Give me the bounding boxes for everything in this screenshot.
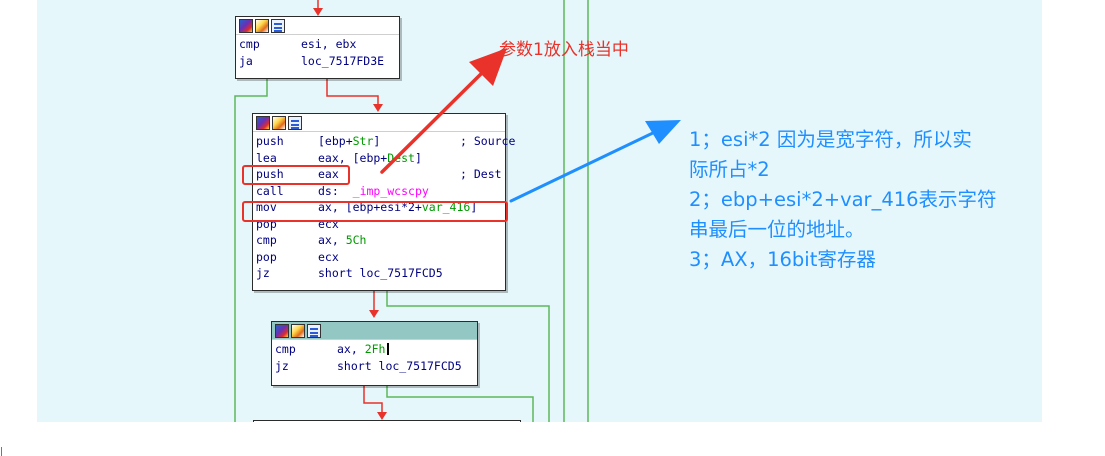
block-header (236, 17, 399, 35)
list-view-icon[interactable] (288, 115, 302, 130)
divider (1, 447, 2, 456)
graph-overview-icon[interactable] (275, 323, 289, 338)
edge-b1-b2 (326, 78, 379, 108)
annotation-line: 际所占*2 (689, 158, 770, 181)
basic-block-4[interactable] (253, 420, 521, 422)
edge-b3-right-green (386, 385, 534, 422)
block-header (272, 322, 477, 340)
edit-icon[interactable] (255, 18, 269, 33)
block-header (253, 114, 505, 132)
list-view-icon[interactable] (271, 18, 285, 33)
highlight-push-eax (242, 165, 350, 185)
annotation-line: 3；AX，16bit寄存器 (689, 248, 876, 271)
annotation-param1-on-stack: 参数1放入栈当中 (499, 40, 629, 60)
list-view-icon[interactable] (307, 323, 321, 338)
annotation-line: 串最后一位的地址。 (689, 218, 865, 241)
edge-b1-left-green (234, 78, 268, 422)
annotation-line: 1；esi*2 因为是宽字符，所以实 (689, 128, 972, 151)
edit-icon[interactable] (291, 323, 305, 338)
edge-b2-right-green (386, 290, 550, 422)
text-cursor (387, 343, 390, 355)
graph-overview-icon[interactable] (256, 115, 270, 130)
flow-edges (234, 0, 589, 422)
annotation-line: 2；ebp+esi*2+var_416表示字符 (689, 188, 997, 211)
edit-icon[interactable] (272, 115, 286, 130)
edge-b3-next (363, 385, 383, 416)
annotation-explanation: 1；esi*2 因为是宽字符，所以实 际所占*2 2；ebp+esi*2+var… (689, 125, 1042, 275)
graph-overview-icon[interactable] (239, 18, 253, 33)
highlight-mov-ax (242, 201, 508, 222)
instruction-row[interactable]: push[ebp+Str]; Source (256, 134, 516, 148)
